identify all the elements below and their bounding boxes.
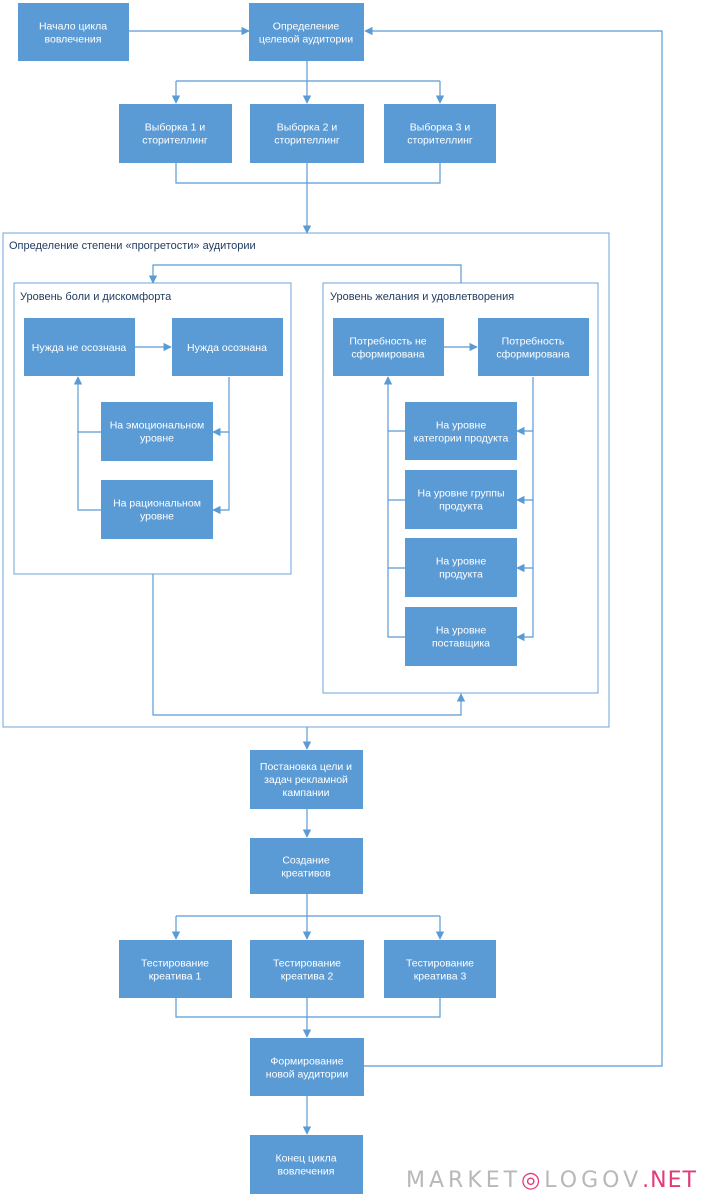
test-3-box — [384, 940, 496, 998]
desire-frame-title: Уровень желания и удовлетворения — [330, 291, 514, 303]
watermark-o-icon: ◎ — [521, 1168, 545, 1193]
start-box — [18, 3, 129, 61]
watermark-logo: MARKET◎LOGOV.NET — [406, 1168, 697, 1193]
rational-level-box — [101, 480, 213, 539]
watermark-right: LOGOV — [544, 1168, 643, 1193]
need-unaware-box — [24, 318, 135, 376]
end-box — [250, 1135, 363, 1194]
sample-2-box — [250, 104, 364, 163]
emotional-level-box — [101, 402, 213, 461]
new-audience-box — [250, 1038, 364, 1096]
demand-formed-box — [478, 318, 589, 376]
test-2-box — [250, 940, 364, 998]
product-level-box — [405, 538, 517, 597]
creatives-box — [250, 838, 363, 894]
connectors — [73, 26, 663, 1135]
watermark-net: .NET — [642, 1168, 697, 1193]
need-aware-label: Нужда осознана — [187, 342, 267, 354]
sample-3-box — [384, 104, 496, 163]
pain-frame-title: Уровень боли и дискомфорта — [20, 291, 172, 303]
need-unaware-label: Нужда не осознана — [32, 342, 127, 354]
warmth-frame-title: Определение степени «прогретости» аудито… — [9, 240, 256, 252]
sample-1-box — [119, 104, 232, 163]
watermark-left: MARKET — [406, 1168, 522, 1193]
category-level-box — [405, 402, 517, 460]
group-level-box — [405, 470, 517, 529]
warmth-frame — [2, 232, 610, 728]
target-audience-box — [249, 3, 364, 61]
test-1-box — [119, 940, 232, 998]
need-aware-box — [172, 318, 283, 376]
campaign-goals-box — [250, 750, 363, 809]
supplier-level-box — [405, 607, 517, 666]
demand-unformed-box — [333, 318, 444, 376]
